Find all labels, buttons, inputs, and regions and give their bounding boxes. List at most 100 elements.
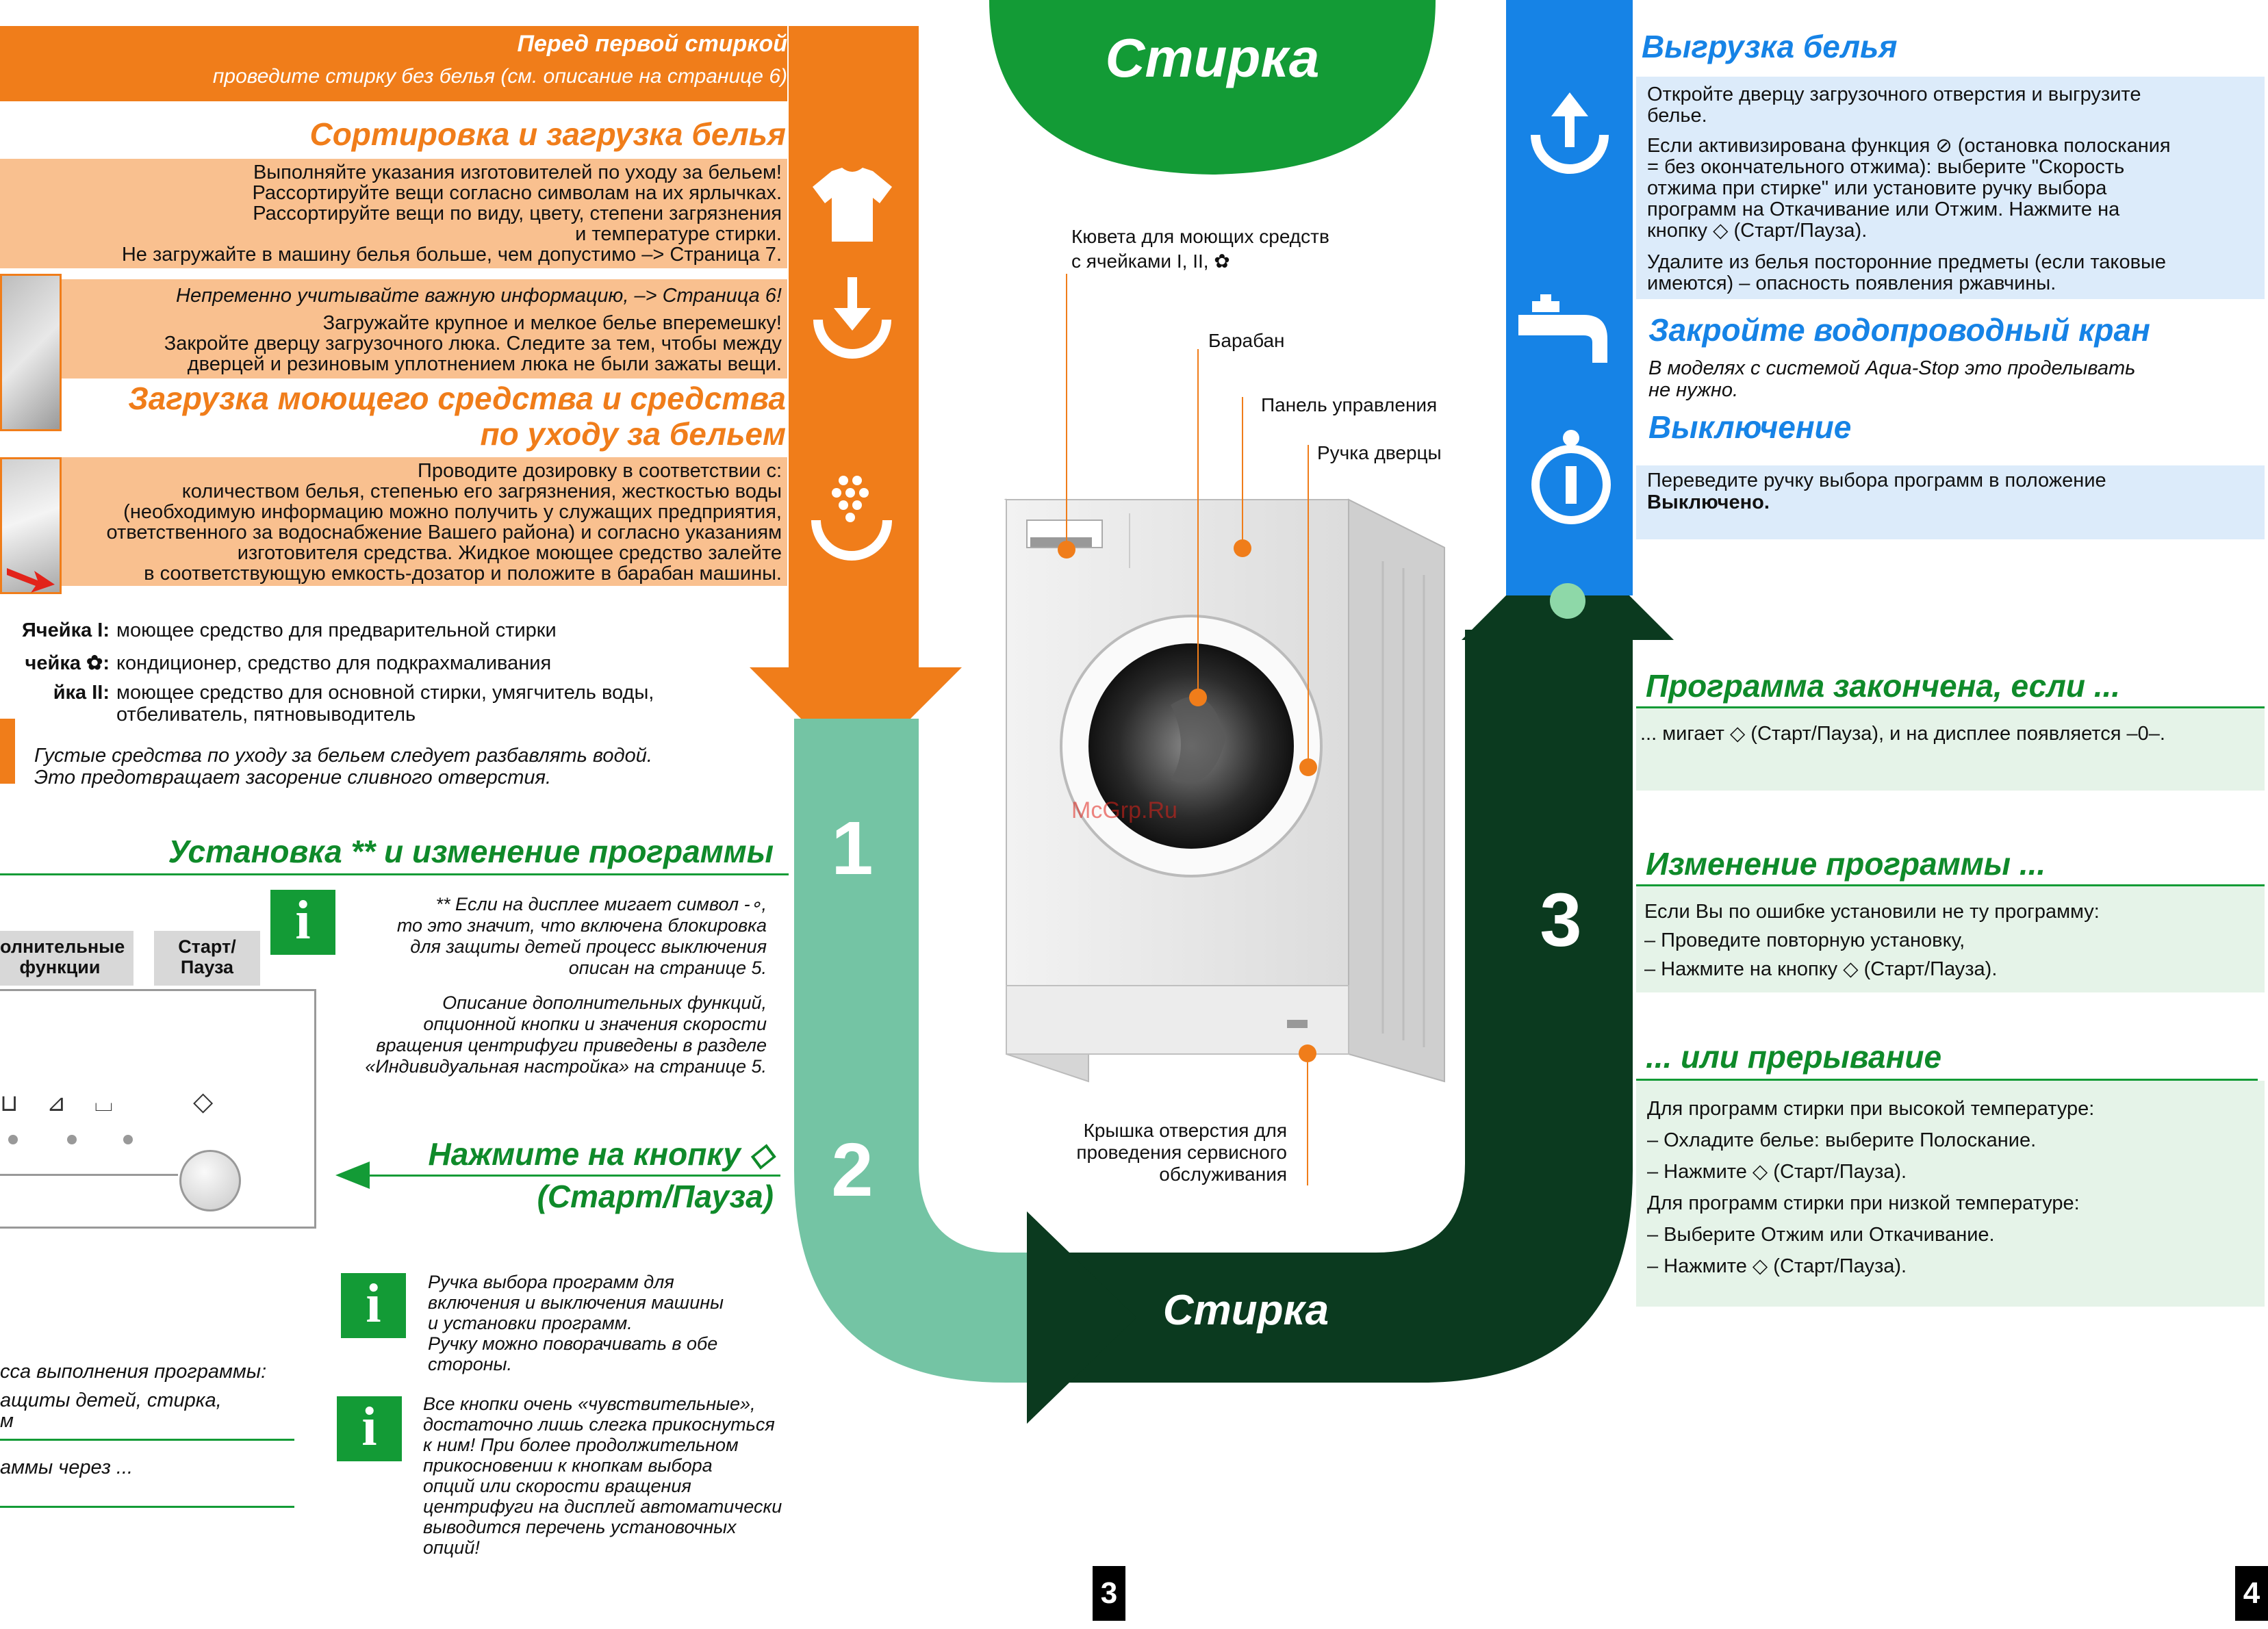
step-1: 1 — [831, 806, 874, 890]
unload-bg — [1636, 77, 2265, 299]
bottom-text-1: сса выполнения программы: — [0, 1361, 267, 1383]
panel-strip — [0, 1174, 178, 1176]
sorting-line2-2: Закройте дверцу загрузочного люка. Следи… — [164, 333, 782, 355]
program-knob[interactable] — [179, 1150, 241, 1211]
tray-label-2: с ячейками I, II, ✿ — [1071, 251, 1230, 272]
symbol-icons: ⊔ ⊿ ⌴ — [0, 1090, 125, 1116]
bottom-text-3: м — [0, 1410, 14, 1432]
cell-1-text: моющее средство для предварительной стир… — [116, 619, 557, 641]
done-text: ... мигает ◇ (Старт/Пауза), и на дисплее… — [1640, 723, 2165, 745]
tray-label-1: Кювета для моющих средств — [1071, 226, 1329, 247]
change-line-3: – Нажмите на кнопку ◇ (Старт/Пауза). — [1644, 958, 1998, 980]
shirt-icon — [811, 168, 893, 243]
thick-note-2: Это предотвращает засорение сливного отв… — [34, 767, 552, 788]
step-3: 3 — [1540, 878, 1582, 962]
thick-note-1: Густые средства по уходу за бельем следу… — [34, 745, 652, 767]
unload-p2-1: Если активизирована функция ⊘ (остановка… — [1647, 135, 2171, 157]
info-circle-icon — [1531, 428, 1611, 524]
tap-text-2: не нужно. — [1648, 379, 1739, 401]
info1-line-3: для защиты детей процесс выключения — [410, 936, 767, 957]
service-label-2: проведения сервисного — [1076, 1142, 1287, 1163]
unload-p2-3: отжима при стирке" или установите ручку … — [1647, 177, 2107, 199]
info2-line-3: вращения центрифуги приведены в разделе — [376, 1035, 767, 1055]
abort-line-4: Для программ стирки при низкой температу… — [1647, 1192, 2080, 1214]
abort-line-1: Для программ стирки при высокой температ… — [1647, 1098, 2095, 1120]
first-wash-subtitle: проведите стирку без белья (см. описание… — [212, 65, 787, 88]
off-bg — [1636, 465, 2265, 539]
info4-line-2: достаточно лишь слегка прикоснуться — [423, 1414, 775, 1435]
sorting-note: Непременно учитывайте важную информацию,… — [176, 285, 782, 307]
cell-2-text: кондиционер, средство для подкрахмаливан… — [116, 652, 552, 674]
change-underline — [1636, 884, 2265, 886]
info4-line-1: Все кнопки очень «чувствительные», — [423, 1394, 756, 1414]
drum-dot — [1189, 689, 1207, 706]
indicator-dot-2 — [67, 1135, 77, 1144]
watermark: McGrp.Ru — [1071, 797, 1177, 823]
bottom-line-2 — [0, 1506, 294, 1508]
handle-label: Ручка дверцы — [1317, 442, 1442, 463]
info3-line-3: и установки программ. — [428, 1313, 633, 1333]
unload-p1-1: Откройте дверцу загрузочного отверстия и… — [1647, 84, 2141, 105]
extra-functions-label: олнительные функции — [0, 936, 125, 977]
info-icon-1: i — [270, 890, 335, 955]
change-bg — [1636, 886, 2265, 992]
drum-line — [1197, 349, 1199, 690]
info1-line-4: описан на странице 5. — [568, 958, 767, 978]
info2-line-2: опционной кнопки и значения скорости — [423, 1014, 767, 1034]
tap-title: Закройте водопроводный кран — [1648, 312, 2150, 348]
program-title-underline — [0, 873, 789, 875]
detergent-line-3: (необходимую информацию можно получить у… — [123, 501, 782, 523]
first-wash-title: Перед первой стиркой — [517, 31, 788, 57]
sorting-title: Сортировка и загрузка белья — [309, 116, 786, 152]
detergent-line-4: ответственного за водоснабжение Вашего р… — [106, 522, 782, 543]
sorting-line-2: Рассортируйте вещи согласно символам на … — [252, 182, 782, 204]
done-underline — [1636, 706, 2265, 708]
press-line-1: Нажмите на кнопку ◇ — [428, 1136, 774, 1172]
sorting-bg — [0, 159, 787, 268]
detergent-title-2: по уходу за бельем — [480, 416, 786, 452]
start-diamond-icon: ◇ — [193, 1088, 214, 1116]
abort-line-3: – Нажмите ◇ (Старт/Пауза). — [1647, 1161, 1907, 1183]
change-line-2: – Проведите повторную установку, — [1644, 929, 1965, 951]
detergent-icon — [808, 465, 897, 561]
abort-underline — [1636, 1079, 2258, 1081]
info2-line-4: «Индивидуальная настройка» на странице 5… — [365, 1056, 767, 1077]
thick-note-marker — [0, 719, 15, 784]
start-pause-label: Старт/ Пауза — [178, 936, 236, 977]
laundry-photo-1 — [0, 274, 62, 431]
start-pause-button[interactable] — [154, 931, 260, 986]
page-number-left: 3 — [1093, 1566, 1125, 1621]
handle-line — [1308, 445, 1309, 760]
detergent-line-1: Проводите дозировку в соответствии с: — [418, 460, 782, 482]
abort-line-5: – Выберите Отжим или Откачивание. — [1647, 1224, 1995, 1246]
green-pointer-arrow — [335, 1162, 370, 1189]
unload-title: Выгрузка белья — [1642, 29, 1898, 64]
off-text-1: Переведите ручку выбора программ в полож… — [1647, 470, 2106, 491]
cell-3-label: йка II: — [53, 682, 110, 704]
unload-p2-5: кнопку ◇ (Старт/Пауза). — [1647, 220, 1868, 242]
tap-text-1: В моделях с системой Aqua-Stop это проде… — [1648, 357, 2136, 379]
extra-functions-button[interactable] — [0, 931, 133, 986]
step-2: 2 — [831, 1128, 874, 1212]
off-text-2: Выключено. — [1647, 491, 1770, 513]
page-number-right: 4 — [2235, 1566, 2268, 1621]
cell-1-label: Ячейка I: — [21, 619, 110, 641]
control-panel-drawing — [0, 989, 316, 1229]
program-title: Установка ** и изменение программы — [168, 834, 774, 869]
orange-header-band — [0, 26, 787, 101]
abort-bg — [1636, 1081, 2265, 1307]
bottom-text-2: ащиты детей, стирка, — [0, 1389, 222, 1411]
cell-3-text2: отбеливатель, пятновыводитель — [116, 704, 416, 726]
info3-line-1: Ручка выбора программ для — [428, 1272, 674, 1292]
bottom-line-1 — [0, 1439, 294, 1441]
indicator-dot-3 — [123, 1135, 133, 1144]
cell-3-text: моющее средство для основной стирки, умя… — [116, 682, 654, 704]
detergent-bg — [62, 457, 787, 586]
info4-line-3: к ним! При более продолжительном — [423, 1435, 739, 1455]
panel-dot — [1234, 539, 1251, 557]
info4-line-5: опций или скорости вращения — [423, 1476, 691, 1496]
info1-line-2: то это значит, что включена блокировка — [396, 915, 767, 936]
bottom-text-4: аммы через ... — [0, 1457, 133, 1478]
info4-line-6: центрифуги на дисплей автоматически — [423, 1496, 782, 1517]
change-title: Изменение программы ... — [1646, 846, 2046, 882]
